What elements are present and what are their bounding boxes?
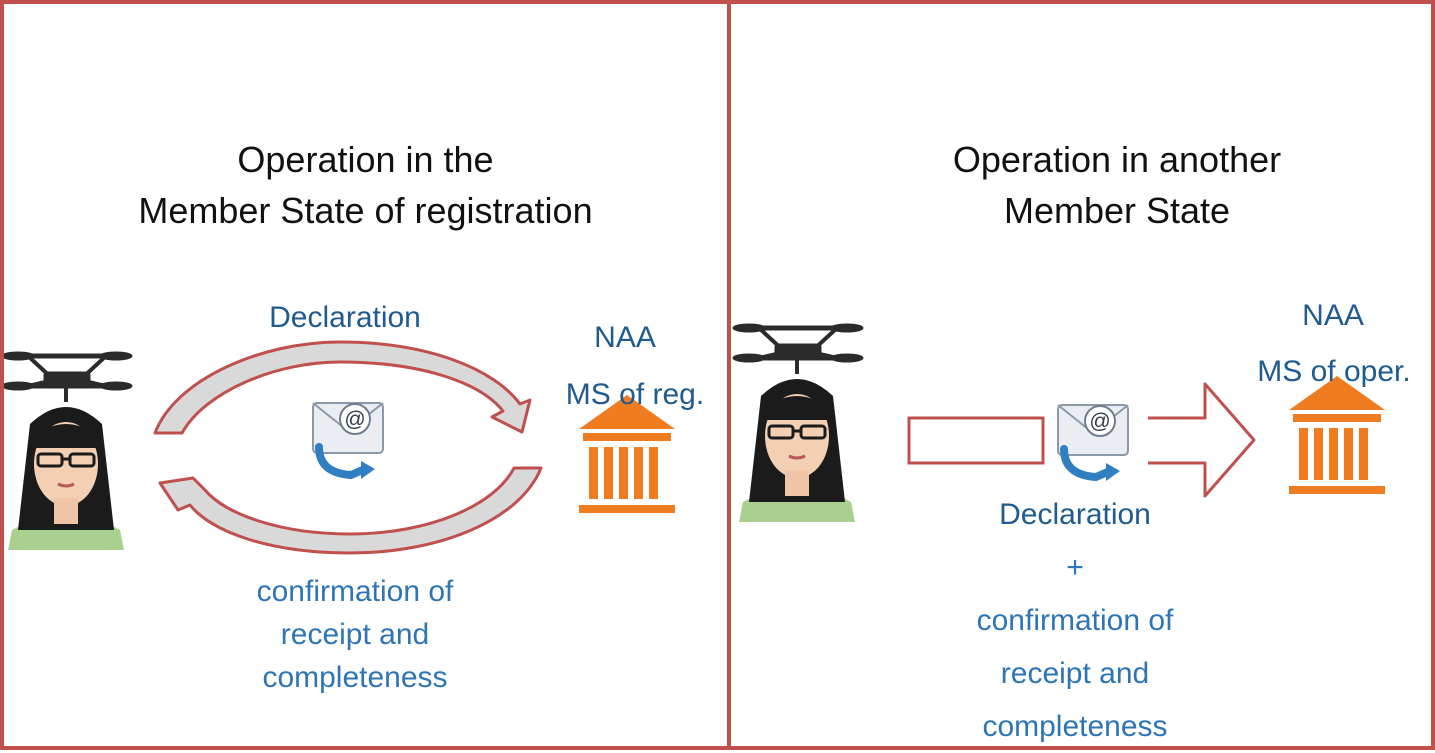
left-lower-arrow [158, 466, 543, 555]
right-title-line2: Member State [1003, 190, 1231, 231]
left-ms-label: MS of reg. [565, 378, 705, 411]
right-naa-label: NAA [1302, 299, 1364, 332]
right-arrow-tail [907, 416, 1045, 465]
right-arrow-head [1148, 382, 1256, 498]
left-upper-arrow [153, 340, 532, 435]
right-confirmation-line2: receipt and [1000, 657, 1150, 690]
left-confirmation-label: confirmation of receipt and completeness [190, 570, 520, 699]
right-confirmation-line3: completeness [982, 710, 1168, 743]
right-title: Operation in another Member State [927, 134, 1307, 236]
left-title: Operation in the Member State of registr… [0, 134, 731, 236]
right-declaration-line: Declaration [999, 498, 1151, 531]
left-title-line1: Operation in the [237, 139, 494, 180]
right-panel-frame [727, 0, 1435, 750]
right-title-line1: Operation in another [952, 139, 1282, 180]
left-confirmation-line3: completeness [262, 661, 448, 694]
right-confirmation-line1: confirmation of [976, 604, 1174, 637]
left-title-line2: Member State of registration [138, 190, 593, 231]
left-naa-label: NAA [594, 321, 656, 354]
left-declaration-label: Declaration [269, 301, 421, 334]
right-plus-line: + [1066, 551, 1084, 584]
right-ms-label: MS of oper. [1257, 355, 1411, 388]
left-confirmation-line1: confirmation of [256, 575, 454, 608]
left-confirmation-line2: receipt and [280, 618, 430, 651]
right-combined-label: Declaration + confirmation of receipt an… [925, 488, 1225, 753]
